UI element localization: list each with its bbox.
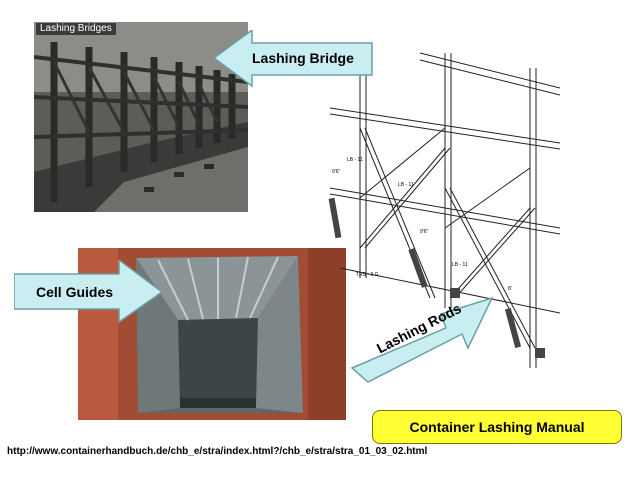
source-url[interactable]: http://www.containerhandbuch.de/chb_e/st… bbox=[7, 446, 428, 457]
lashing-bridge-label: Lashing Bridge bbox=[252, 50, 354, 66]
lashing-bridges-photo: Lashing Bridges bbox=[34, 22, 248, 212]
lashing-bridge-callout bbox=[214, 30, 373, 88]
container-lashing-manual-box: Container Lashing Manual bbox=[372, 410, 622, 444]
lashing-bridges-illustration bbox=[34, 22, 248, 212]
drawing-label-lb11-c: LB - 11 bbox=[452, 262, 468, 268]
photo-caption: Lashing Bridges bbox=[36, 23, 116, 35]
lashing-drawing-svg: LB - 11 9'6" LB - 11 9'6" LB - 11 8' TRS… bbox=[328, 52, 561, 368]
drawing-label-lb11-b: LB - 11 bbox=[398, 182, 414, 188]
lashing-rods-drawing: LB - 11 9'6" LB - 11 9'6" LB - 11 8' TRS… bbox=[320, 48, 561, 378]
drawing-label-dim-a: 9'6" bbox=[332, 169, 341, 175]
drawing-label-lb11-a: LB - 11 bbox=[347, 157, 363, 163]
drawing-label-dim-b: 9'6" bbox=[420, 229, 429, 235]
drawing-label-dim-c: 8' bbox=[508, 286, 512, 292]
cell-guides-callout bbox=[14, 260, 164, 324]
drawing-label-trs: TRS - 3 G bbox=[356, 272, 379, 278]
lashing-rods-callout bbox=[350, 296, 494, 383]
container-lashing-manual-label: Container Lashing Manual bbox=[409, 419, 585, 435]
cell-guides-label: Cell Guides bbox=[36, 284, 114, 300]
